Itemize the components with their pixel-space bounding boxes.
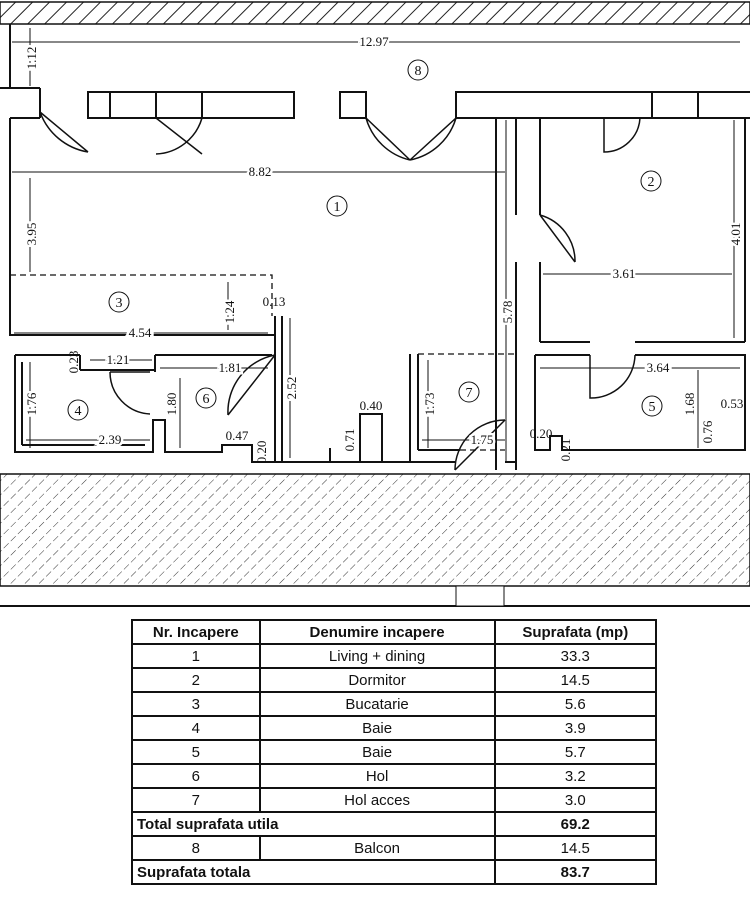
cell-name: Baie <box>258 739 496 765</box>
dim-hol-top: 1.81 <box>219 360 242 375</box>
header-area: Suprafata (mp) <box>493 619 658 645</box>
total-utila-value: 69.2 <box>493 811 658 837</box>
walls <box>9 91 750 470</box>
cell-area: 14.5 <box>493 667 658 693</box>
dim-col-071: 0.71 <box>342 429 357 452</box>
dim-total-width: 12.97 <box>359 34 389 49</box>
room-number-1: 1 <box>334 200 341 215</box>
cell-name: Baie <box>258 715 496 741</box>
room-number-7: 7 <box>466 386 473 401</box>
cell-name: Hol acces <box>258 787 496 813</box>
dim-living-width: 8.82 <box>249 164 272 179</box>
cell-nr: 6 <box>131 763 261 789</box>
dim-niche-047: 0.47 <box>226 428 249 443</box>
dim-kitchen-depth: 1.24 <box>222 300 237 323</box>
table-header-row: Nr. Incapere Denumire incapere Suprafata… <box>131 619 658 645</box>
total-utila-label: Total suprafata utila <box>131 811 496 837</box>
cell-name: Living + dining <box>258 643 496 669</box>
dim-hall-length: 5.78 <box>500 301 515 324</box>
dim-living-depth: 3.95 <box>24 223 39 246</box>
cell-nr: 3 <box>131 691 261 717</box>
dim-bath5-076: 0.76 <box>700 420 715 443</box>
balcony-area: 14.5 <box>493 835 658 861</box>
cell-area: 3.9 <box>493 715 658 741</box>
dim-bath5-020: 0.20 <box>530 426 553 441</box>
dim-bath4-depth: 1.76 <box>24 392 39 415</box>
cell-area: 33.3 <box>493 643 658 669</box>
dim-hol-depth: 2.52 <box>284 377 299 400</box>
dim-bath5-depth: 1.68 <box>682 393 697 416</box>
total-utila-row: Total suprafata utila 69.2 <box>131 811 658 837</box>
total-label: Suprafata totala <box>131 859 496 885</box>
dim-acces-depth: 1.73 <box>422 393 437 416</box>
balcony-row: 8 Balcon 14.5 <box>131 835 658 861</box>
cell-name: Dormitor <box>258 667 496 693</box>
dim-bath4-top-len: 1.21 <box>107 352 130 367</box>
dim-bath4-top: 0.23 <box>66 351 81 374</box>
dim-col-040: 0.40 <box>360 398 383 413</box>
cell-area: 5.6 <box>493 691 658 717</box>
total-value: 83.7 <box>493 859 658 885</box>
cell-nr: 5 <box>131 739 261 765</box>
cell-nr: 2 <box>131 667 261 693</box>
dim-bedroom-width: 3.61 <box>613 266 636 281</box>
room-number-3: 3 <box>116 296 123 311</box>
cell-area: 3.2 <box>493 763 658 789</box>
balcony-name: Balcon <box>258 835 496 861</box>
balcony-nr: 8 <box>131 835 261 861</box>
cell-nr: 4 <box>131 715 261 741</box>
top-wall-hatch <box>0 1 750 25</box>
cell-area: 5.7 <box>493 739 658 765</box>
cell-nr: 1 <box>131 643 261 669</box>
dim-balcony-depth: 1.12 <box>24 47 39 70</box>
dim-bath5-053: 0.53 <box>721 396 744 411</box>
room-area-table-wrap: Nr. Incapere Denumire incapere Suprafata… <box>131 619 658 885</box>
floor-plan: 12.97 1.12 8.82 3.95 4.01 3.61 5.78 4.54… <box>0 1 750 607</box>
bottom-slab-hatch <box>0 473 750 587</box>
cell-area: 3.0 <box>493 787 658 813</box>
room-number-8: 8 <box>415 64 422 79</box>
header-nr: Nr. Incapere <box>131 619 261 645</box>
dim-kitchen-width: 4.54 <box>129 325 152 340</box>
header-name: Denumire incapere <box>258 619 496 645</box>
dim-acces-width: 1.75 <box>471 432 494 447</box>
dim-bath5-021: 0.21 <box>558 439 573 462</box>
room-number-2: 2 <box>648 175 655 190</box>
cell-nr: 7 <box>131 787 261 813</box>
dim-bath4-width: 2.39 <box>99 432 122 447</box>
dim-bedroom-depth: 4.01 <box>728 223 743 246</box>
dim-wall-013: 0.13 <box>263 294 286 309</box>
dim-hol-side: 1.80 <box>164 393 179 416</box>
balcony-outline <box>0 24 41 112</box>
dim-niche-020: 0.20 <box>254 441 269 464</box>
room-area-table: Nr. Incapere Denumire incapere Suprafata… <box>131 619 658 885</box>
room-number-6: 6 <box>203 392 210 407</box>
cell-name: Hol <box>258 763 496 789</box>
room-number-4: 4 <box>75 404 82 419</box>
cell-name: Bucatarie <box>258 691 496 717</box>
dim-bath5-width: 3.64 <box>647 360 670 375</box>
doors <box>39 111 641 471</box>
total-row: Suprafata totala 83.7 <box>131 859 658 885</box>
room-number-5: 5 <box>649 400 656 415</box>
